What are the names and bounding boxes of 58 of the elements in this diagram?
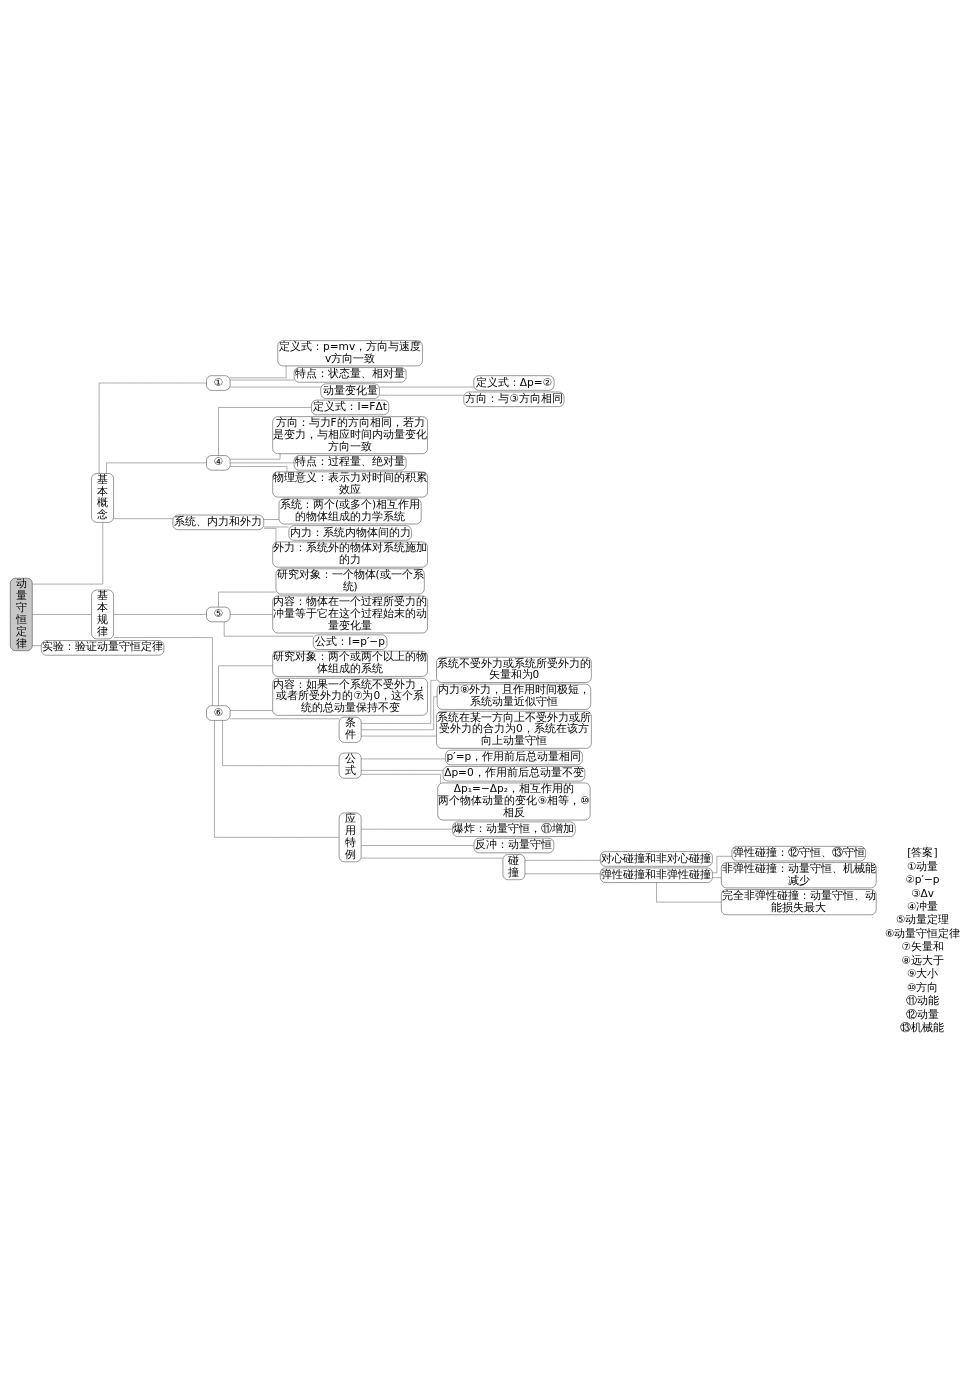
node-box: 条件 [338,716,362,743]
node-box: 系统不受外力或系统所受外力的矢量和为0 [436,657,592,683]
node-box: ① [206,375,231,391]
label: ③Δv [910,886,934,899]
label: ⑧远大于 [901,953,944,966]
node-box: 物理意义：表示力对时间的积累效应 [272,471,428,498]
node-box: 爆炸：动量守恒，⑪增加 [452,821,576,837]
node-box: 内力⑧外力，且作用时间极短，系统动量近似守恒 [436,683,591,710]
label: ④冲量 [906,900,939,913]
node-box: ⑥ [206,705,231,721]
node-box: 方向：与③方向相同 [463,391,565,407]
node-box: Δp₁=−Δp₂，相互作用的两个物体动量的变化⑨相等，⑩相反 [437,782,591,821]
label: ⑥动量守恒定律 [884,926,961,939]
node-box: 动量变化量 [320,383,380,399]
connector [218,407,312,456]
node-box: 公式 [338,752,362,779]
label: ⑩方向 [906,980,939,993]
node-box: 碰撞 [502,854,526,880]
node-box: Δp=0，作用前后总动量不变 [442,766,586,782]
label: [答案] [907,846,938,859]
label: ①动量 [906,859,939,872]
node-box: 内容：如果一个系统不受外力，或者所受外力的⑦为0，这个系统的总动量保持不变 [272,678,428,716]
node-box: 特点：状态量、相对量 [293,367,407,383]
node-box: ④ [206,455,231,471]
node-box: 外力：系统外的物体对系统施加的力 [272,541,428,568]
node-box: 对心碰撞和非对心碰撞 [600,851,713,867]
node-box: 研究对象：一个物体(或一个系统) [275,568,425,595]
node-box: 研究对象：两个或两个以上的物体组成的系统 [272,650,428,677]
node-box: 定义式：Δp=② [473,375,555,391]
node-box: 方向：与力F的方向相同，若力是变力，与相应时间内动量变化方向一致 [272,416,428,454]
node-box: p′=p，作用前后总动量相同 [445,749,583,766]
node-box: 实验：验证动量守恒定律 [41,640,165,656]
node-box: 系统在某一方向上不受外力或所受外力的合力为0，系统在该方向上动量守恒 [436,711,592,749]
node-box: 弹性碰撞和非弹性碰撞 [600,867,713,883]
node-box: 完全非弹性碰撞：动量守恒、动能损失最大 [721,889,877,915]
node-box: 特点：过程量、绝对量 [293,455,407,471]
node-box: 定义式：I=FΔt [311,399,390,415]
label: ②p′−p [905,873,940,886]
node-box: 应用特例 [338,812,362,862]
node-box: 系统、内力和外力 [172,514,264,530]
node-box: 系统：两个(或多个)相互作用的物体组成的力学系统 [278,498,422,525]
node-box: 弹性碰撞：⑫守恒、⑬守恒 [731,846,866,862]
label: ⑪动能 [905,994,939,1007]
node-box: 公式：I=p′−p [313,634,388,650]
node-box: 非弹性碰撞：动量守恒、机械能减少 [721,862,877,889]
node-box: 内容：物体在一个过程所受力的冲量等于它在这个过程始末的动量变化量 [272,595,428,634]
node-box: 内力：系统内物体间的力 [288,525,412,541]
node-box: 基本规律 [91,589,114,640]
node-box: 反冲：动量守恒 [473,837,555,854]
node-box: 基本概念 [91,473,114,523]
label: ⑫动量 [905,1007,939,1020]
label: ⑤动量定理 [895,913,950,926]
node-box: 动量守恒定律 [10,578,33,651]
label: ⑨大小 [906,967,939,980]
node-box: ⑤ [206,606,231,622]
node-box: 定义式：p=mv，方向与速度v方向一致 [277,340,423,367]
label: ⑬机械能 [900,1021,945,1034]
label: ⑦矢量和 [901,940,944,953]
